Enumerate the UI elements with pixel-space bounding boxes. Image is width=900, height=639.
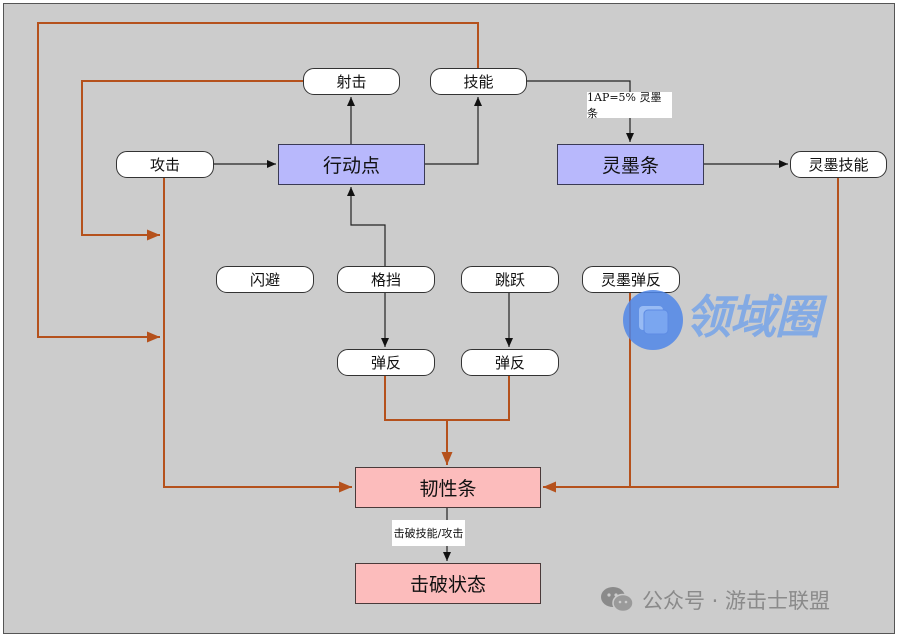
node-toughness-bar: 韧性条 xyxy=(355,467,541,508)
edge-parries-merge xyxy=(384,375,510,421)
edge-attack-to-toughness xyxy=(163,177,352,493)
edge-block-to-action-points xyxy=(347,187,386,266)
node-shoot-label: 射击 xyxy=(336,73,367,91)
node-block-label: 格挡 xyxy=(370,271,401,289)
node-toughness-bar-label: 韧性条 xyxy=(419,478,477,500)
node-ink-parry-label: 灵墨弹反 xyxy=(600,271,661,289)
node-ink-bar-label: 灵墨条 xyxy=(601,155,659,177)
node-skill-label: 技能 xyxy=(463,73,494,91)
edge-label-break-text: 击破技能/攻击 xyxy=(393,527,464,540)
node-dodge-label: 闪避 xyxy=(249,271,280,289)
node-parry-1: 弹反 xyxy=(337,349,435,376)
node-attack-label: 攻击 xyxy=(149,156,180,174)
edge-skill-feedback-outer xyxy=(37,22,479,343)
node-jump-label: 跳跃 xyxy=(494,271,525,289)
node-jump: 跳跃 xyxy=(461,266,559,293)
wechat-icon xyxy=(601,587,634,613)
node-action-points: 行动点 xyxy=(278,144,425,185)
edge-action-points-to-skill xyxy=(424,97,482,165)
node-parry-2-label: 弹反 xyxy=(494,354,525,372)
node-parry-1-label: 弹反 xyxy=(370,354,401,372)
node-shoot: 射击 xyxy=(303,68,400,95)
node-attack: 攻击 xyxy=(116,151,214,178)
footer-watermark-text: 公众号 · 游击士联盟 xyxy=(642,589,831,613)
edge-ink-skill-to-toughness xyxy=(543,177,839,493)
watermark-text: 领域圈 xyxy=(685,290,821,344)
node-block: 格挡 xyxy=(337,266,435,293)
node-action-points-label: 行动点 xyxy=(322,155,380,177)
edge-label-break: 击破技能/攻击 xyxy=(392,520,465,546)
node-break-state-label: 击破状态 xyxy=(409,574,486,596)
watermark-logo-icon xyxy=(623,290,683,350)
node-ink-bar: 灵墨条 xyxy=(557,144,704,185)
footer-watermark: 公众号 · 游击士联盟 xyxy=(600,585,830,615)
node-ink-parry: 灵墨弹反 xyxy=(582,266,680,293)
edge-label-ap-to-ink-text: 1AP=5% 灵墨条 xyxy=(587,91,662,120)
node-ink-skill: 灵墨技能 xyxy=(790,151,887,178)
node-dodge: 闪避 xyxy=(216,266,314,293)
edge-skill-to-ink-bar xyxy=(526,80,634,142)
edge-label-ap-to-ink: 1AP=5% 灵墨条 xyxy=(587,91,672,120)
edge-shoot-feedback xyxy=(81,80,303,241)
node-parry-2: 弹反 xyxy=(461,349,559,376)
node-break-state: 击破状态 xyxy=(355,563,541,604)
node-skill: 技能 xyxy=(430,68,527,95)
node-ink-skill-label: 灵墨技能 xyxy=(808,156,869,174)
